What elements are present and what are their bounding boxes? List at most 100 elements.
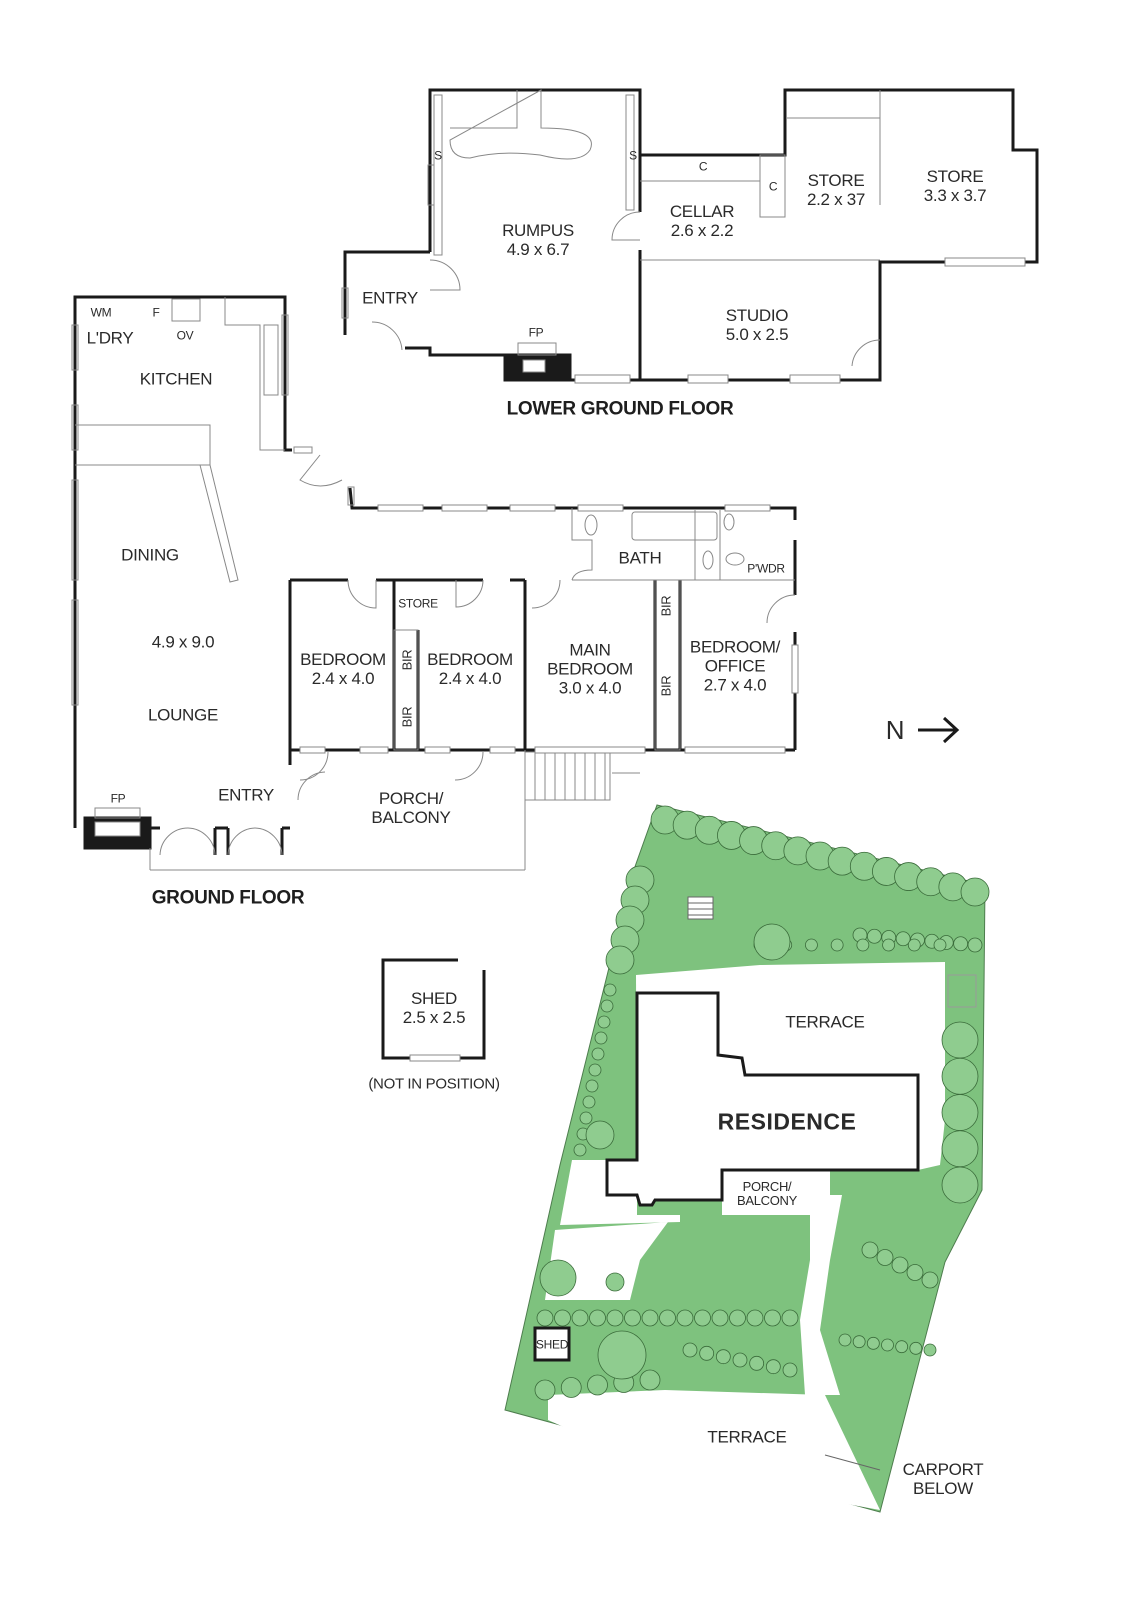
- room-dims: 5.0 x 2.5: [725, 325, 789, 344]
- room-name: CARPORT: [902, 1460, 984, 1479]
- oven-label: OV: [176, 328, 194, 343]
- room-entry: ENTRY: [218, 785, 274, 805]
- site-terrace-top: TERRACE: [785, 1012, 865, 1032]
- tree-icon: [866, 1336, 880, 1350]
- tree-icon: [659, 1309, 676, 1327]
- fridge-label: F: [152, 305, 160, 320]
- room-dims-lounge-dining: 4.9 x 9.0: [151, 632, 215, 652]
- fireplace-label: FP: [528, 325, 544, 340]
- tree-icon: [967, 937, 983, 953]
- room-name: MAIN: [569, 640, 611, 660]
- residence-outline: [605, 991, 920, 1207]
- room-name: OFFICE: [704, 656, 766, 676]
- room-lounge: LOUNGE: [148, 705, 218, 725]
- bir-label: BIR: [399, 706, 415, 728]
- tree-icon: [895, 931, 911, 947]
- tree-icon: [573, 1143, 587, 1157]
- tree-icon: [941, 1166, 979, 1204]
- tree-icon: [856, 938, 870, 952]
- tree-icon: [534, 1379, 556, 1401]
- room-name: BEDROOM: [547, 659, 633, 679]
- tree-icon: [882, 938, 895, 952]
- tree-icon: [906, 1264, 924, 1281]
- tree-icon: [866, 928, 882, 944]
- room-entry-lower: ENTRY: [362, 288, 418, 308]
- shelf-label: S: [434, 148, 442, 163]
- room-name: STUDIO: [725, 306, 789, 325]
- ground-thin: [71, 297, 799, 871]
- room-dims: 2.2 x 37: [806, 190, 866, 209]
- tree-icon: [554, 1309, 571, 1327]
- tree-icon: [594, 1031, 608, 1045]
- shed-drawing: [381, 958, 486, 1062]
- tree-icon: [639, 1369, 661, 1391]
- room-dims: 2.6 x 2.2: [670, 221, 734, 240]
- tree-icon: [729, 1309, 746, 1327]
- room-dims: 4.9 x 6.7: [506, 240, 570, 259]
- washing-machine-label: WM: [90, 305, 112, 320]
- room-name: PORCH/: [742, 1179, 792, 1194]
- room-store: STORE: [398, 596, 438, 611]
- tree-icon: [749, 1355, 765, 1371]
- tree-icon: [881, 1338, 894, 1352]
- room-name: BALCONY: [736, 1193, 798, 1208]
- room-name: BEDROOM/: [689, 637, 781, 657]
- tree-icon: [605, 1272, 625, 1292]
- tree-icon: [941, 1130, 979, 1168]
- tree-icon: [711, 1309, 729, 1327]
- room-name: SHED: [410, 989, 458, 1008]
- tree-icon: [571, 1309, 589, 1327]
- tree-icon: [591, 1047, 605, 1061]
- tree-icon: [941, 1021, 979, 1059]
- tree-icon: [746, 1309, 764, 1327]
- room-name: STORE: [926, 167, 984, 186]
- tree-icon: [941, 1057, 979, 1095]
- site-porch: PORCH/BALCONY: [737, 1180, 797, 1208]
- tree-icon: [838, 1333, 852, 1347]
- room-dims: 2.7 x 4.0: [703, 675, 767, 695]
- room-name: BALCONY: [371, 808, 451, 827]
- lower-ground-floor-title: LOWER GROUND FLOOR: [506, 398, 734, 420]
- room-name: BEDROOM: [427, 650, 513, 669]
- tree-icon: [830, 938, 844, 952]
- room-dims: 2.4 x 4.0: [438, 669, 502, 688]
- north-label: N: [885, 715, 905, 745]
- ground-floor-title: GROUND FLOOR: [151, 887, 305, 909]
- room-name: BELOW: [913, 1479, 973, 1498]
- tree-icon: [597, 1015, 611, 1029]
- site-steps: [687, 896, 881, 1471]
- room-name: CELLAR: [669, 202, 735, 221]
- room-bath: BATH: [618, 548, 662, 568]
- room-powder: P'WDR: [747, 561, 785, 576]
- tree-icon: [536, 1309, 554, 1327]
- room-dining: DINING: [121, 545, 179, 565]
- room-name: RUMPUS: [502, 221, 574, 240]
- bir-label: BIR: [658, 595, 674, 617]
- room-dims: 3.0 x 4.0: [558, 678, 622, 698]
- tree-icon: [582, 1095, 596, 1109]
- room-dims: 3.3 x 3.7: [923, 186, 987, 205]
- room-name: BEDROOM: [300, 650, 386, 669]
- tree-icon: [715, 1349, 731, 1365]
- site-plan: [504, 804, 990, 1513]
- bir-label: BIR: [399, 649, 415, 671]
- tree-icon: [782, 1362, 798, 1378]
- tree-icon: [861, 1241, 879, 1259]
- site-residence: RESIDENCE: [717, 1108, 857, 1135]
- tree-icon: [895, 1340, 909, 1354]
- tree-icon: [694, 1309, 711, 1327]
- fireplace-label: FP: [110, 791, 126, 806]
- tree-icon: [960, 877, 990, 907]
- tree-icon: [624, 1309, 641, 1327]
- tree-icon: [560, 1377, 582, 1398]
- porch-area: [722, 1170, 830, 1215]
- tree-icon: [909, 1341, 923, 1355]
